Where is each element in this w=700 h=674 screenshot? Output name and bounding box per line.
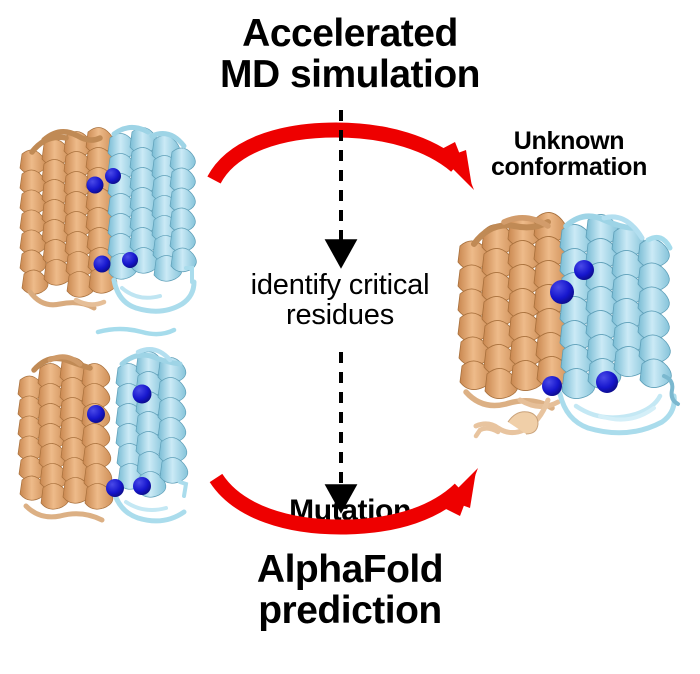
title-bottom-line1: AlphaFold: [256, 548, 444, 591]
title-top-line1: Accelerated: [242, 12, 458, 55]
residue-markers: [87, 384, 152, 497]
identify-critical-residues-label: identify critical residues: [170, 270, 510, 330]
unknown-label-line1: Unknown: [513, 127, 625, 155]
orange-helical-domain: [457, 212, 571, 439]
title-top-line2: MD simulation: [219, 52, 481, 96]
protein-structure-right: [457, 212, 680, 439]
page-subtitle: AlphaFold prediction: [0, 548, 700, 632]
cyan-helical-domain: [111, 347, 189, 524]
protein-structure-top-left: [19, 125, 197, 314]
mid-text-line1: identify critical: [250, 269, 430, 301]
mutation-arrow: [209, 468, 478, 535]
mid-text-line2: residues: [285, 299, 394, 332]
orange-helical-domain: [17, 354, 114, 523]
protein-structure-bottom-left: [17, 326, 189, 524]
page-title: Accelerated MD simulation: [0, 12, 700, 96]
cyan-helical-domain: [107, 125, 197, 314]
cyan-helical-domain: [557, 213, 680, 436]
md-simulation-arrow: [207, 122, 474, 190]
residue-markers: [542, 260, 618, 396]
orange-helical-domain: [19, 127, 118, 311]
cyan-top-coil: [95, 326, 177, 337]
residue-markers: [86, 168, 138, 273]
unknown-conformation-label: Unknown conformation: [440, 128, 698, 180]
title-bottom-line2: prediction: [258, 588, 442, 632]
unknown-label-line2: conformation: [490, 153, 648, 181]
